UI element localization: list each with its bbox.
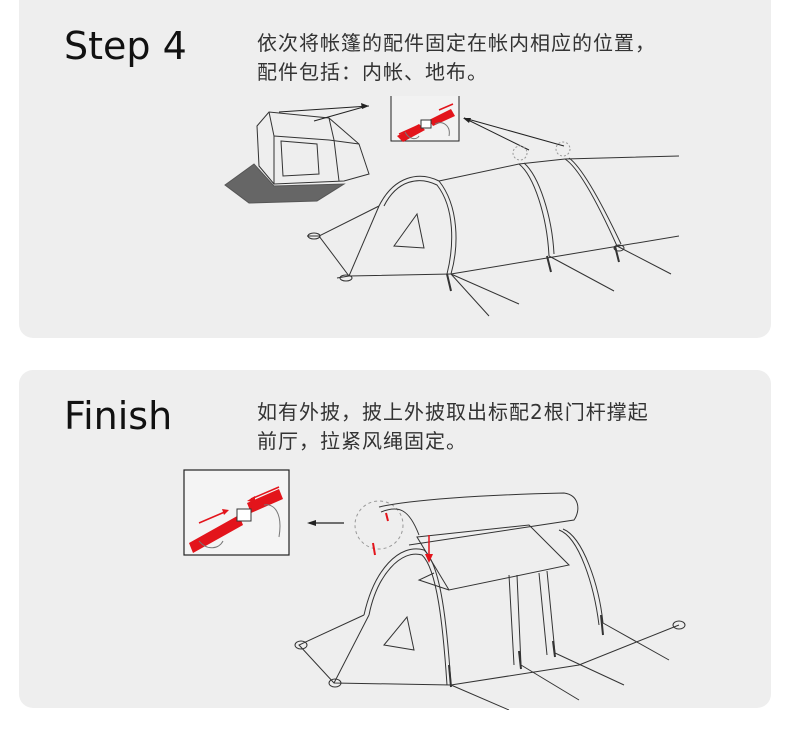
step-title: Finish [64, 394, 173, 438]
description-line: 如有外披，披上外披取出标配2根门杆撑起 [257, 400, 649, 424]
finish-card: Finish 如有外披，披上外披取出标配2根门杆撑起 前厅，拉紧风绳固定。 [19, 370, 771, 710]
description-line: 依次将帐篷的配件固定在帐内相应的位置， [257, 31, 656, 55]
inner-tent-icon [224, 111, 370, 204]
buckle-inset-icon [390, 96, 460, 142]
tent-assembly-illustration [224, 96, 679, 317]
description-line: 配件包括：内帐、地布。 [257, 60, 488, 84]
fly-sheet-illustration [183, 469, 686, 710]
step-4-card: Step 4 依次将帐篷的配件固定在帐内相应的位置， 配件包括：内帐、地布。 [19, 0, 771, 338]
tunnel-tent-icon [294, 492, 686, 710]
step-description: 依次将帐篷的配件固定在帐内相应的位置， 配件包括：内帐、地布。 [257, 29, 656, 87]
tunnel-tent-icon [307, 155, 679, 317]
step-description: 如有外披，披上外披取出标配2根门杆撑起 前厅，拉紧风绳固定。 [257, 398, 649, 456]
description-line: 前厅，拉紧风绳固定。 [257, 429, 467, 453]
step-title: Step 4 [64, 24, 187, 68]
buckle-inset-icon [183, 469, 290, 556]
